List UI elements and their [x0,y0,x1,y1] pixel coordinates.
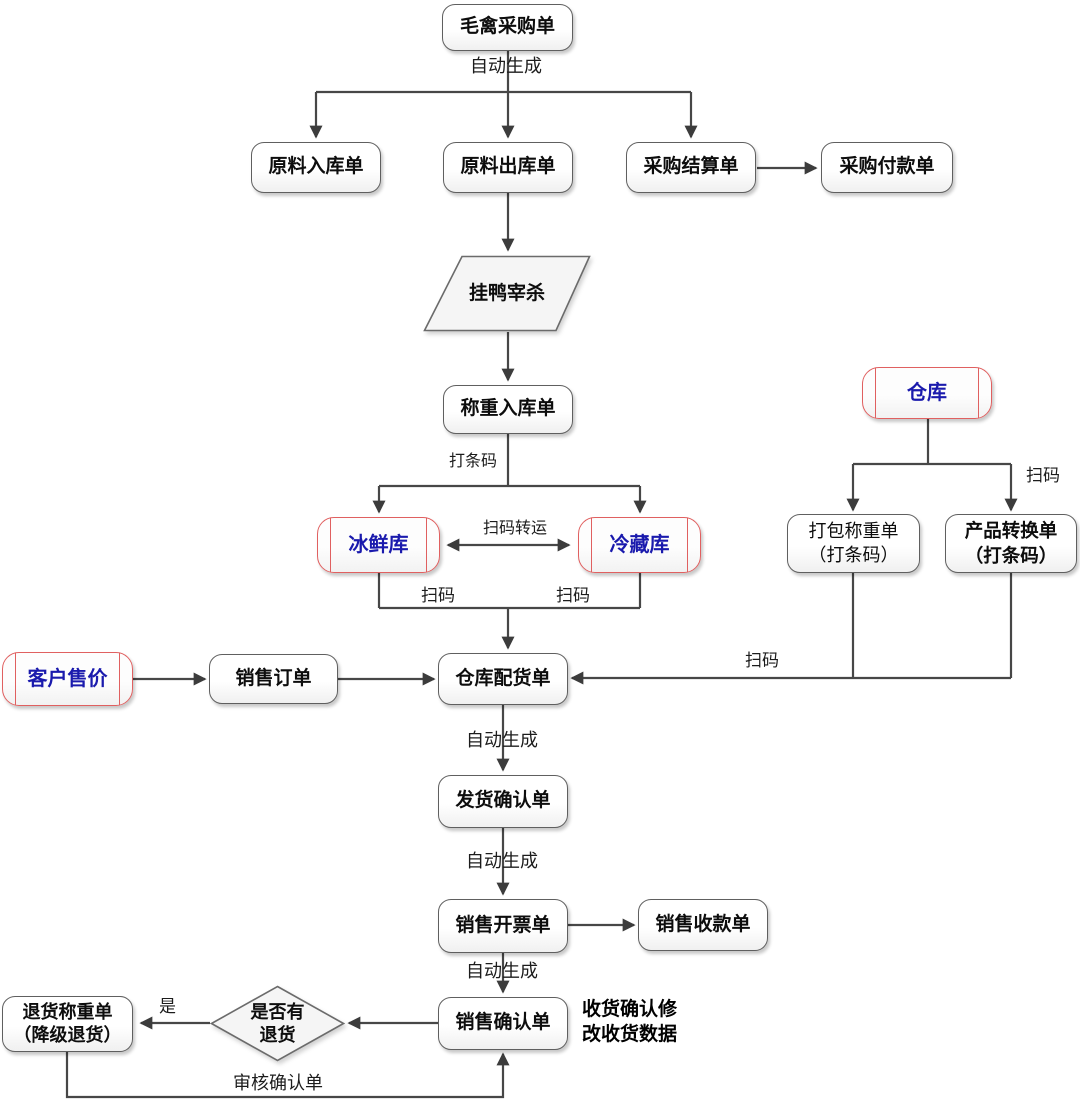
node-label: 毛禽采购单 [459,16,555,38]
parallelogram-shape [423,255,591,332]
node-label: 采购结算单 [643,156,739,178]
edge-label-yes: 是 [159,997,176,1016]
edge-label-scan-cold: 扫码 [556,586,590,605]
diamond-shape [210,985,345,1062]
node-label: 冷藏库 [609,534,670,556]
node-label: 仓库 [907,382,947,404]
node-purchase-settlement-order: 采购结算单 [626,142,756,193]
edge-label-scan-warehouse: 扫码 [1026,466,1060,485]
edge-label-scan-fresh: 扫码 [421,586,455,605]
edge-label-scan-transfer: 扫码转运 [483,520,548,537]
node-weigh-inbound-order: 称重入库单 [443,385,573,434]
node-label: 产品转换单 （打条码） [964,520,1058,566]
edge-label-auto-generate-1: 自动生成 [466,730,538,750]
edge-label-auto-generate-2: 自动生成 [466,851,538,871]
node-purchase-payment-order: 采购付款单 [821,142,953,193]
node-label: 退货称重单 （降级退货） [13,1001,122,1045]
node-label: 原料出库单 [460,156,556,178]
node-label: 打包称重单 （打条码） [808,521,899,565]
node-material-outbound-order: 原料出库单 [443,142,573,193]
node-return-decision: 是否有 退货 [210,985,345,1062]
node-sales-order: 销售订单 [209,654,338,704]
node-label: 发货确认单 [455,790,551,812]
node-label: 销售确认单 [455,1012,551,1034]
edge-label-print-barcode: 打条码 [449,453,498,470]
node-raw-poultry-purchase-order: 毛禽采购单 [442,4,573,51]
note-receipt-confirmation: 收货确认修 改收货数据 [582,999,678,1046]
node-warehouse-dispatch-order: 仓库配货单 [438,653,568,705]
node-label: 客户售价 [27,668,108,690]
node-customer-price: 客户售价 [2,652,133,706]
edge-label-scan-dispatch: 扫码 [745,651,779,670]
node-label: 挂鸭宰杀 [468,282,545,304]
edge-label-audit-confirm: 审核确认单 [233,1073,323,1093]
node-duck-slaughter-process: 挂鸭宰杀 [423,255,591,332]
node-label: 销售开票单 [455,914,551,936]
node-label: 原料入库单 [268,156,364,178]
edge-label-auto-generate-3: 自动生成 [466,961,538,981]
node-pack-weigh-order: 打包称重单 （打条码） [787,514,920,573]
node-fresh-storage: 冰鲜库 [317,517,440,573]
edge-label-auto-generate-top: 自动生成 [470,56,542,76]
node-sales-invoice-order: 销售开票单 [438,899,568,953]
node-sales-confirm-order: 销售确认单 [438,997,568,1050]
node-label: 销售收款单 [655,913,751,935]
node-product-convert-order: 产品转换单 （打条码） [945,514,1077,573]
node-return-weigh-order: 退货称重单 （降级退货） [2,996,133,1052]
node-sales-receipt-order: 销售收款单 [638,899,768,951]
node-material-inbound-order: 原料入库单 [251,142,381,193]
node-delivery-confirm-order: 发货确认单 [438,775,568,828]
node-cold-storage: 冷藏库 [578,517,701,573]
node-label: 采购付款单 [839,156,935,178]
node-label: 是否有 退货 [250,1002,305,1045]
node-label: 称重入库单 [460,398,556,420]
node-label: 销售订单 [235,667,312,689]
node-label: 冰鲜库 [348,534,409,556]
node-warehouse: 仓库 [862,367,992,419]
node-label: 仓库配货单 [455,667,551,689]
